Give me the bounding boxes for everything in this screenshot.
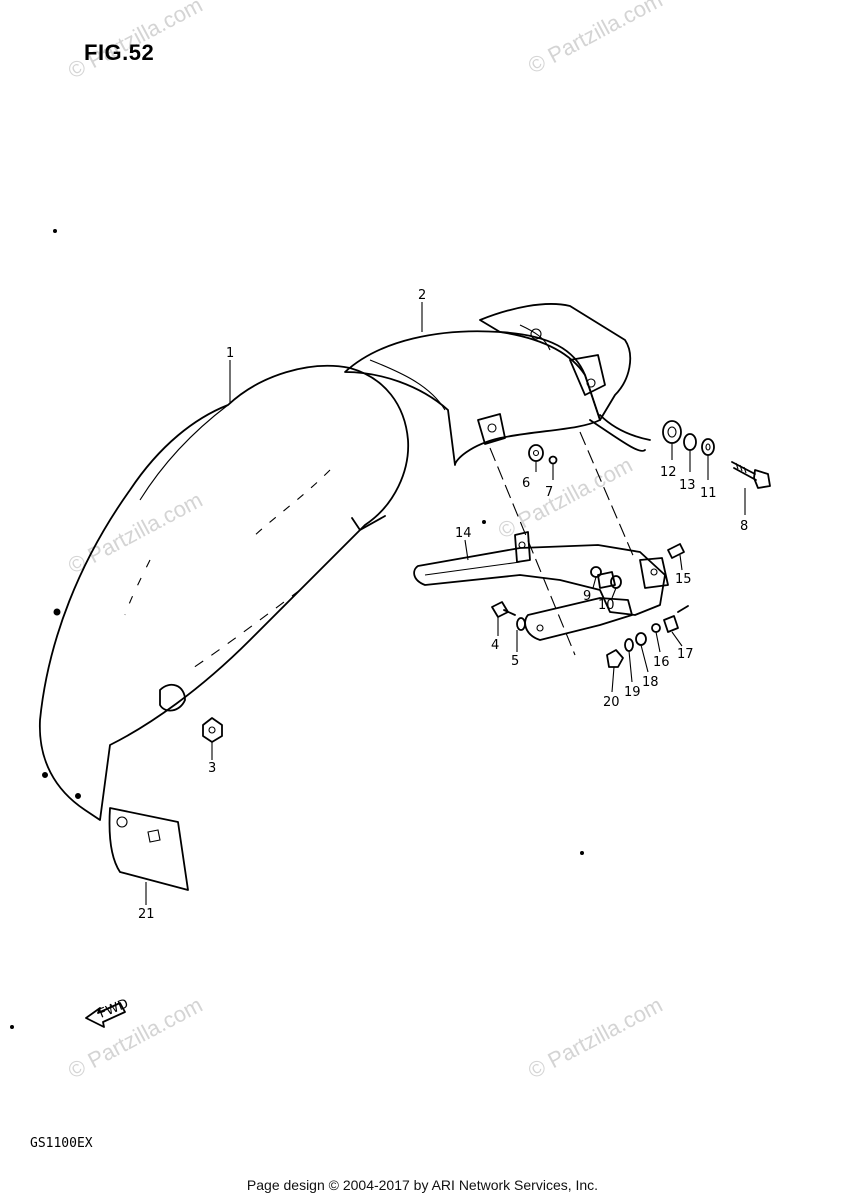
callout-5: 5	[511, 654, 519, 669]
nut-17	[663, 615, 679, 633]
callout-17: 17	[677, 647, 694, 662]
nut-10	[610, 575, 622, 589]
forward-direction-arrow-icon: FWD	[85, 996, 131, 1028]
washer-7	[548, 455, 558, 465]
callout-4: 4	[491, 638, 499, 653]
callout-19: 19	[624, 685, 641, 700]
callout-6: 6	[522, 476, 530, 491]
washer-18	[635, 632, 647, 646]
mud-flap-21	[108, 807, 189, 891]
callout-8: 8	[740, 519, 748, 534]
washer-11	[701, 438, 715, 456]
nut-20	[606, 649, 624, 668]
callout-21: 21	[138, 907, 155, 922]
callout-14: 14	[455, 526, 472, 541]
inner-fender-part	[344, 303, 651, 466]
callout-10: 10	[598, 598, 615, 613]
washer-19	[624, 638, 634, 652]
bolt-8	[731, 461, 771, 489]
nut-3	[202, 717, 223, 743]
bolt-4	[491, 601, 516, 618]
callout-2: 2	[418, 288, 426, 303]
bracket-14	[413, 531, 669, 641]
callout-18: 18	[642, 675, 659, 690]
callout-3: 3	[208, 761, 216, 776]
callout-20: 20	[603, 695, 620, 710]
callout-11: 11	[700, 486, 717, 501]
page-footer: Page design © 2004-2017 by ARI Network S…	[246, 1177, 599, 1193]
callout-1: 1	[226, 346, 234, 361]
callout-15: 15	[675, 572, 692, 587]
rear-fender-part	[39, 364, 410, 821]
callout-13: 13	[679, 478, 696, 493]
callout-12: 12	[660, 465, 677, 480]
washer-12	[662, 420, 682, 444]
callout-9: 9	[583, 589, 591, 604]
washer-5	[516, 617, 526, 631]
callout-labels: 1 2 3 4 5 6 7 8 9 10 11 12 13 14 15 16 1…	[138, 288, 748, 922]
nut-6	[528, 444, 544, 462]
callout-16: 16	[653, 655, 670, 670]
callout-7: 7	[545, 485, 553, 500]
nut-9	[590, 566, 602, 578]
screw-15	[667, 543, 685, 559]
washer-13	[683, 433, 697, 451]
figure-title: FIG.52	[84, 40, 155, 65]
model-code: GS1100EX	[30, 1136, 93, 1151]
washer-16	[651, 623, 661, 633]
